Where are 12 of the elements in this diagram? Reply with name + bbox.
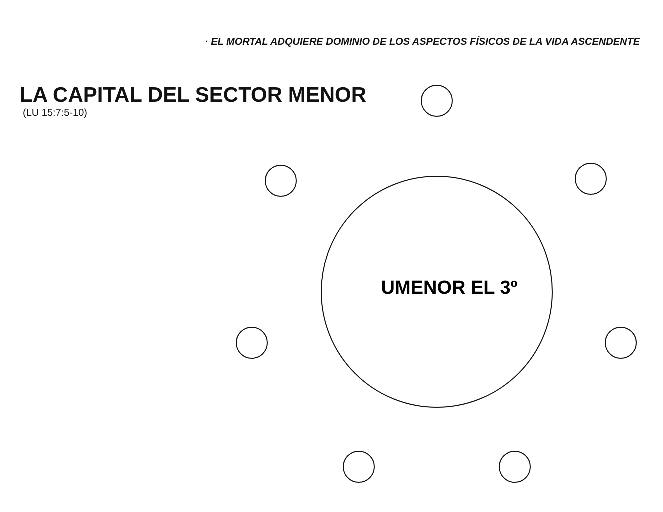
small-circle xyxy=(575,163,607,195)
small-circle xyxy=(421,85,453,117)
small-circle xyxy=(343,451,375,483)
diagram-title: LA CAPITAL DEL SECTOR MENOR xyxy=(20,84,367,108)
small-circle xyxy=(265,165,297,197)
small-circle xyxy=(499,451,531,483)
reference-note: (LU 15:7:5-10) xyxy=(23,108,88,119)
header-note: · EL MORTAL ADQUIERE DOMINIO DE LOS ASPECTOS FÍSICOS DE LA VIDA ASCENDENTE xyxy=(205,37,640,48)
small-circle xyxy=(236,327,268,359)
circle-label: UMENOR EL 3º xyxy=(381,278,518,300)
small-circle xyxy=(605,327,637,359)
large-circle xyxy=(321,176,553,408)
